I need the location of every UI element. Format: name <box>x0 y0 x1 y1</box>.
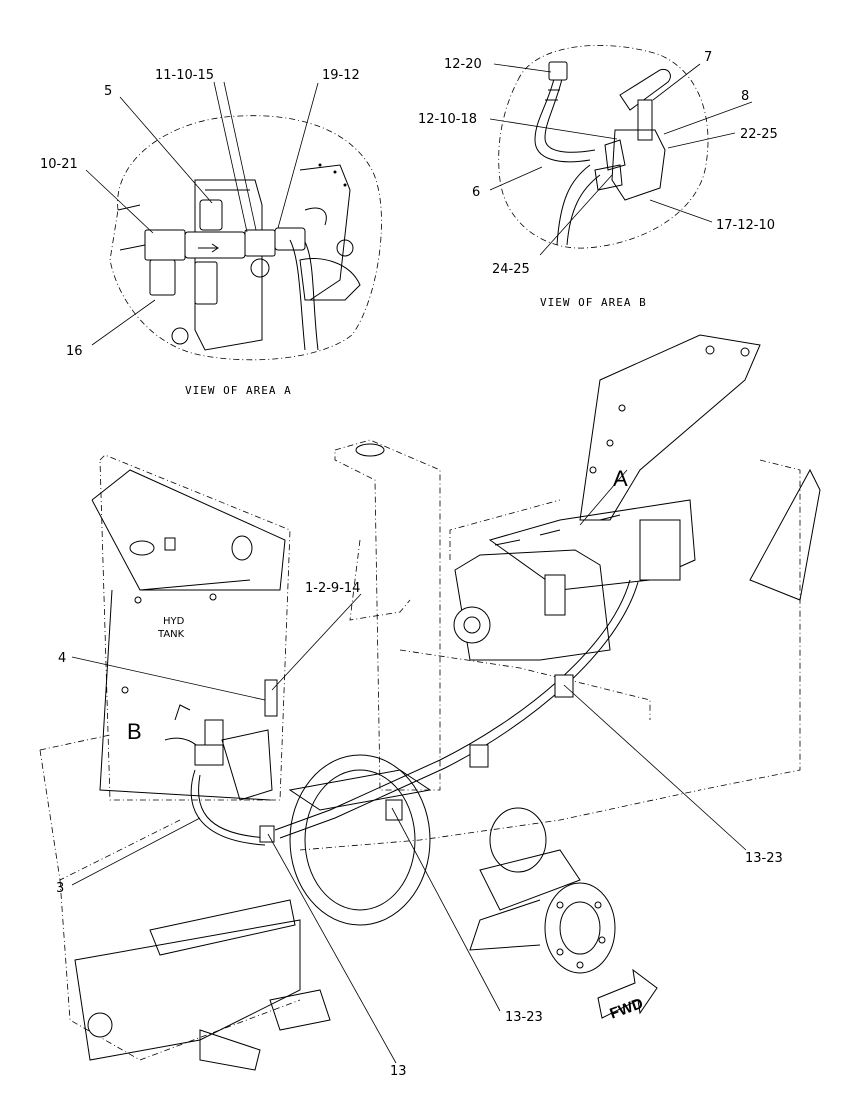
view-area-a-detail <box>109 115 382 361</box>
area-markers: A B <box>127 466 628 744</box>
tank-label: HYD TANK <box>157 616 185 640</box>
tank-label-line1: HYD <box>163 616 185 627</box>
callout-16: 16 <box>66 344 83 359</box>
callout-24-25: 24-25 <box>492 262 530 277</box>
callout-12-20: 12-20 <box>444 57 482 72</box>
callout-6: 6 <box>472 185 480 200</box>
callout-1-2-9-14: 1-2-9-14 <box>305 581 360 596</box>
captions: VIEW OF AREA A VIEW OF AREA B <box>185 296 647 397</box>
area-letter-a: A <box>613 466 628 491</box>
view-b-leaders <box>489 63 753 256</box>
callout-19-12: 19-12 <box>322 68 360 83</box>
area-letter-b: B <box>127 719 142 744</box>
callout-7: 7 <box>704 50 712 65</box>
callout-8: 8 <box>741 89 749 104</box>
callout-5: 5 <box>104 84 112 99</box>
caption-view-area-a: VIEW OF AREA A <box>185 384 292 397</box>
fwd-arrow-icon: FWD <box>597 968 658 1023</box>
callout-3: 3 <box>56 881 64 896</box>
main-assembly <box>39 334 821 1071</box>
callout-10-21: 10-21 <box>40 157 78 172</box>
caption-view-area-b: VIEW OF AREA B <box>540 296 647 309</box>
callout-13-23-right: 13-23 <box>745 851 783 866</box>
callout-4: 4 <box>58 651 66 666</box>
callout-labels: 5 11-10-15 19-12 10-21 16 12-20 7 8 12-1… <box>40 50 783 1079</box>
callout-13: 13 <box>390 1064 407 1079</box>
callout-22-25: 22-25 <box>740 127 778 142</box>
callout-17-12-10: 17-12-10 <box>716 218 775 233</box>
callout-12-10-18: 12-10-18 <box>418 112 477 127</box>
main-leaders <box>71 469 747 1064</box>
view-a-leaders <box>85 81 319 346</box>
view-area-b-detail <box>498 45 709 249</box>
callout-11-10-15: 11-10-15 <box>155 68 214 83</box>
callout-13-23-lower: 13-23 <box>505 1010 543 1025</box>
tank-label-line2: TANK <box>157 629 185 640</box>
